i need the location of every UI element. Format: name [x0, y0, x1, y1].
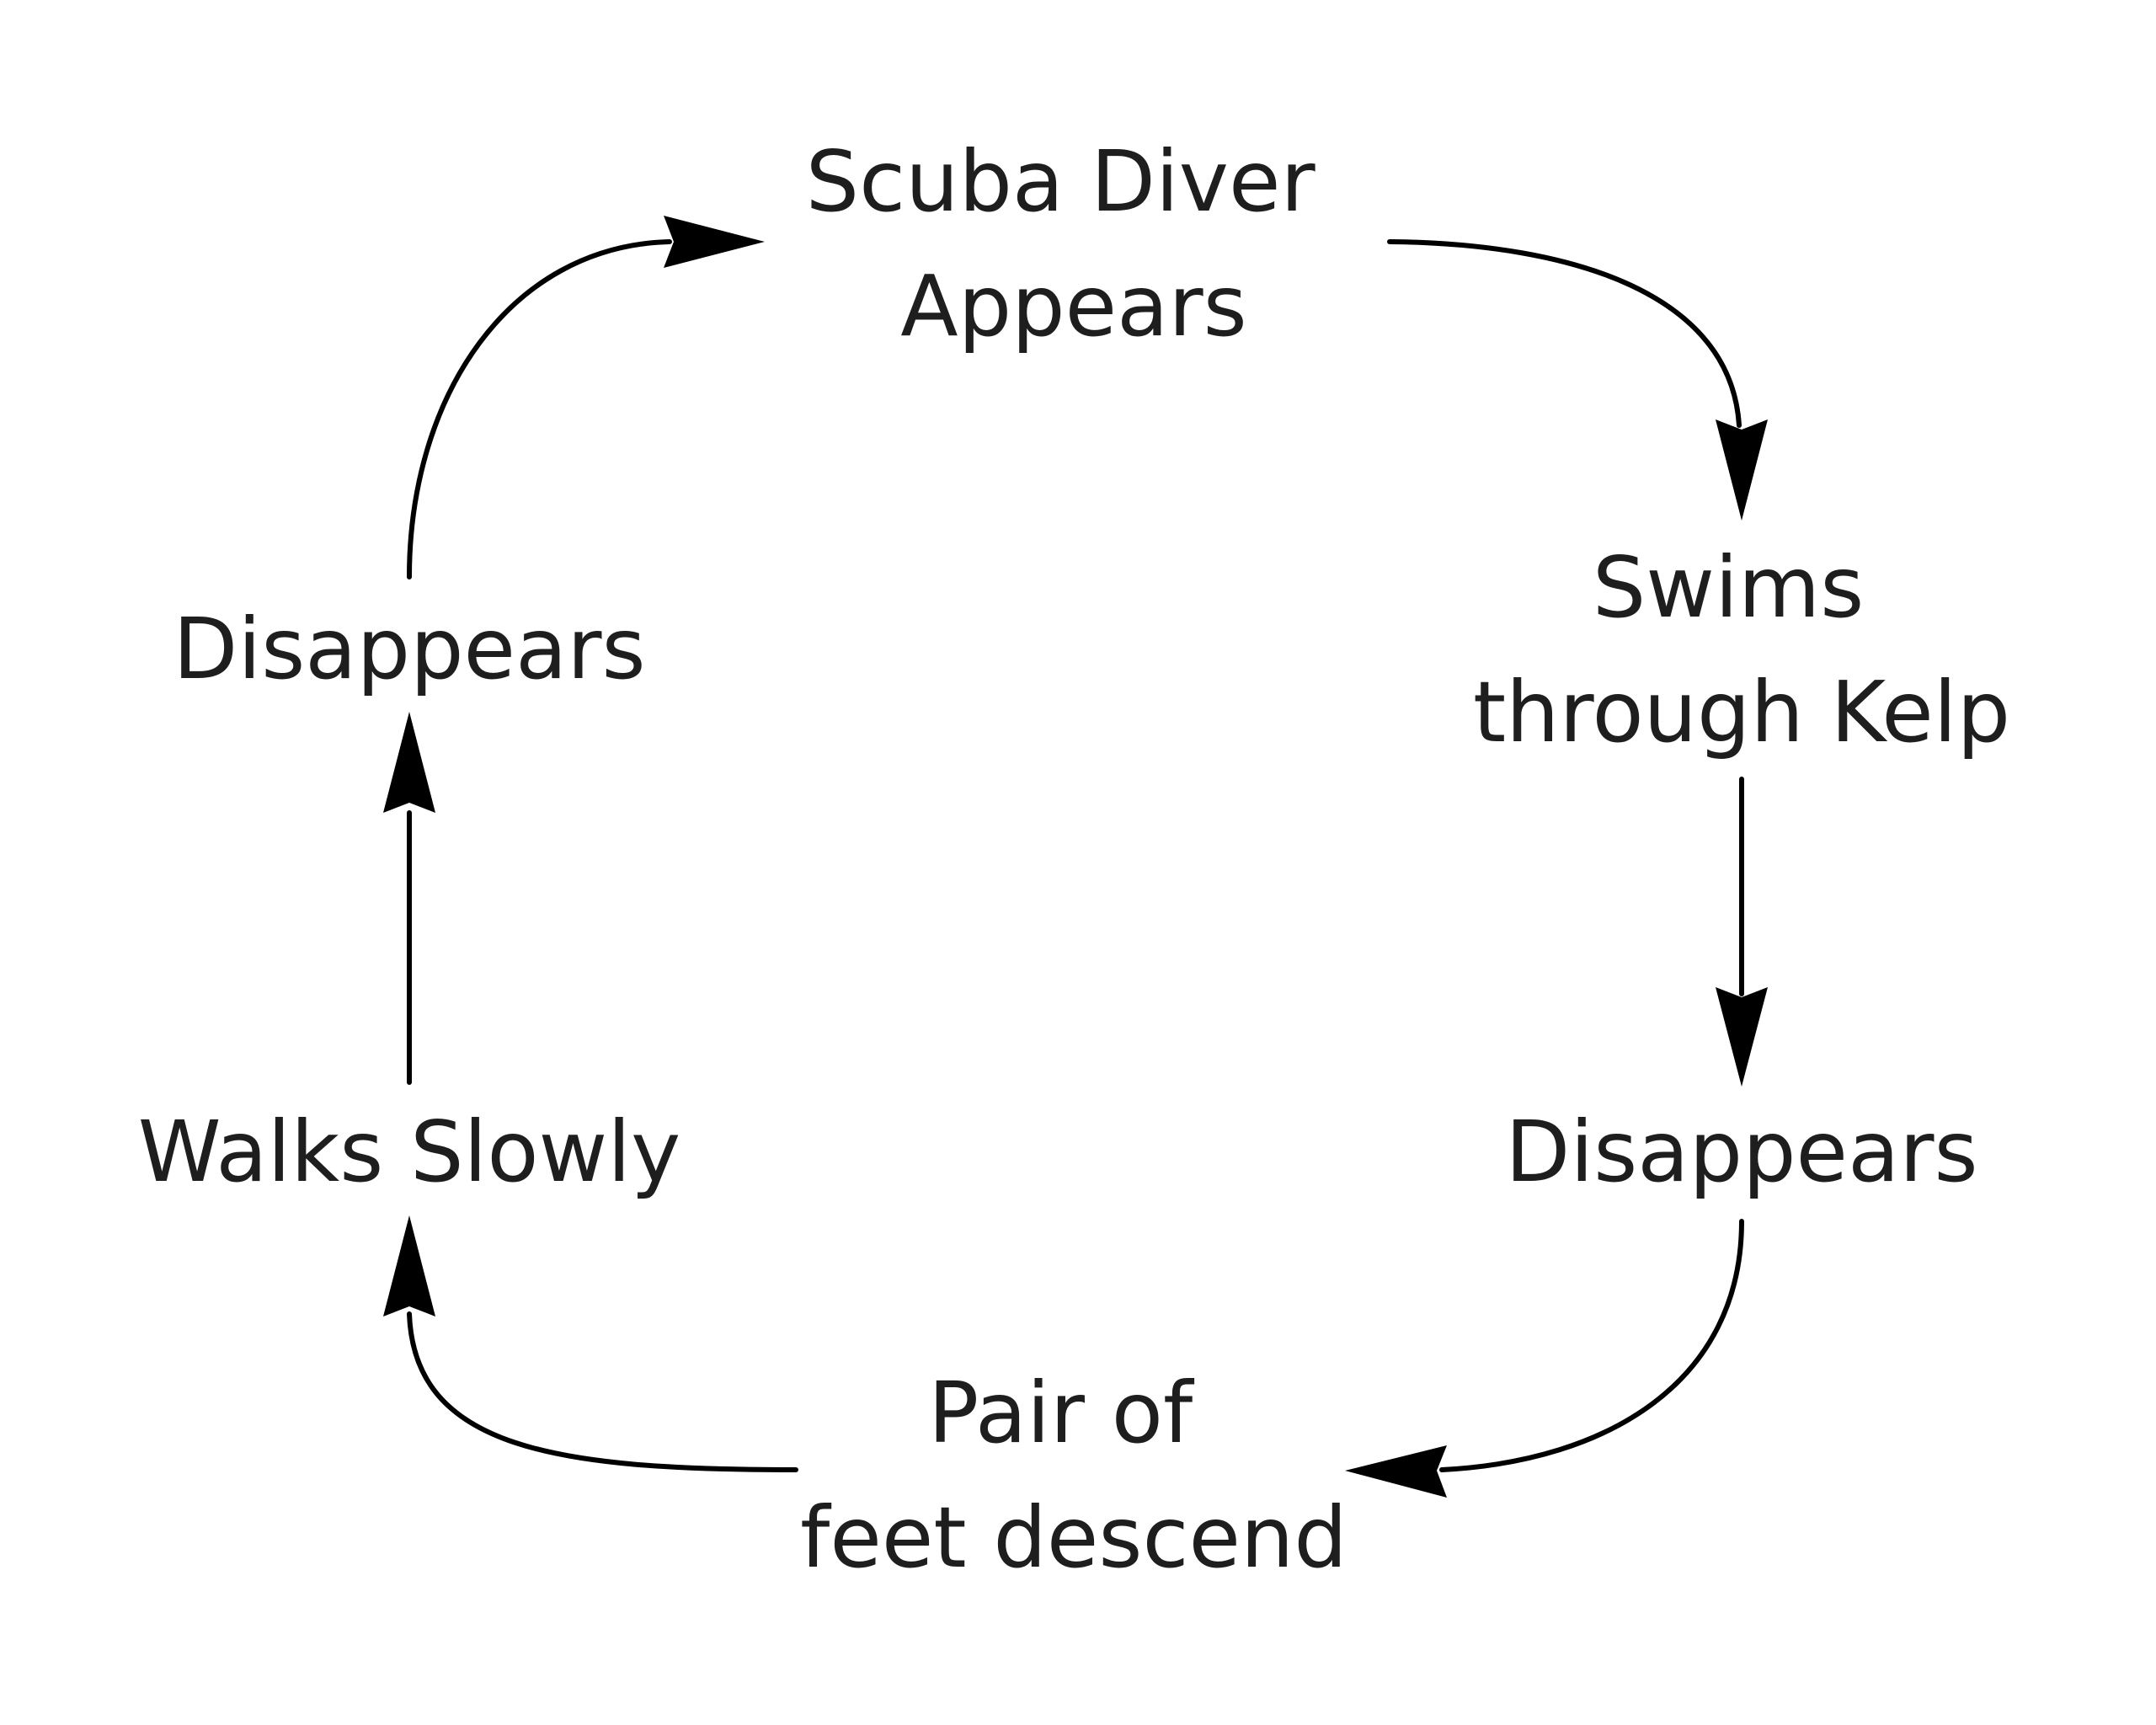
node-pair-of-feet-descend: Pair of feet descend [800, 1364, 1348, 1587]
arrow-head-feet-to-walks [383, 1215, 435, 1316]
node-scuba-diver-appears: Scuba Diver Appears [806, 132, 1342, 355]
node-line: Disappears [173, 600, 645, 698]
node-line: Disappears [1505, 1103, 1977, 1201]
node-line: Swims [1593, 538, 1865, 637]
node-line: Walks Slowly [138, 1103, 681, 1201]
arrow-head-walks-to-disappears [383, 712, 435, 813]
edge-disappears-to-feet [1439, 1219, 1744, 1472]
node-line: through Kelp [1473, 663, 2010, 761]
edge-disappears-to-scuba [407, 239, 672, 579]
node-walks-slowly: Walks Slowly [138, 1103, 681, 1201]
arrow-head-scuba-to-swims [1716, 419, 1768, 521]
edge-scuba-to-swims [1387, 239, 1742, 428]
arrow-head-swims-to-disappears [1716, 987, 1768, 1087]
edge-feet-to-walks [407, 1311, 798, 1472]
node-line: Scuba Diver [806, 132, 1316, 231]
arrow-head-disappears-to-scuba [664, 216, 765, 268]
arrow-head-disappears-to-feet [1345, 1445, 1447, 1498]
node-disappears-left: Disappears [173, 600, 645, 698]
node-swims-through-kelp: Swims through Kelp [1473, 538, 2010, 761]
node-line: feet descend [800, 1488, 1348, 1587]
node-line: Appears [900, 257, 1246, 355]
node-line: Pair of [928, 1364, 1195, 1462]
node-disappears-right: Disappears [1505, 1103, 1977, 1201]
